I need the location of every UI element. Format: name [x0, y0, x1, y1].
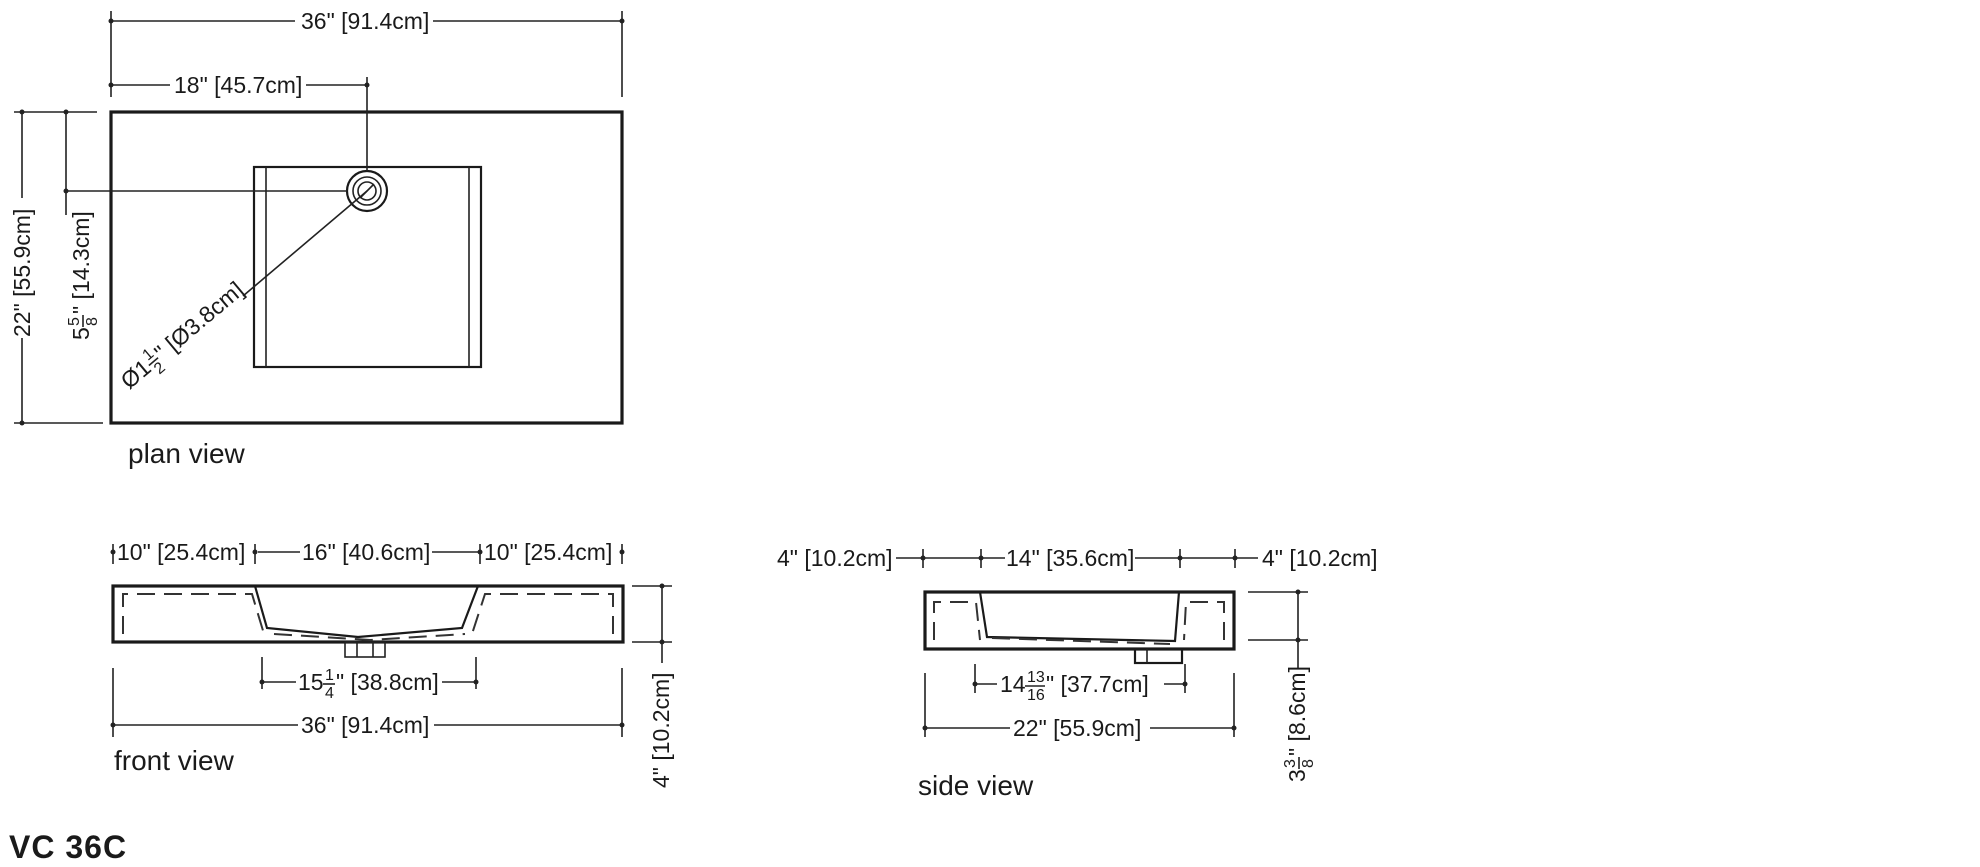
svg-text:14: 14	[1000, 671, 1026, 697]
svg-text:13: 13	[1027, 669, 1045, 686]
plan-view-label: plan view	[128, 438, 246, 469]
front-view-label: front view	[114, 745, 235, 776]
front-height-label: 4" [10.2cm]	[648, 672, 674, 788]
svg-text:" [38.8cm]: " [38.8cm]	[336, 669, 439, 695]
drain-offset-label: 18" [45.7cm]	[174, 72, 302, 98]
plan-view: 36" [91.4cm] 18" [45.7cm] 22" [55.9cm] 5…	[9, 8, 625, 469]
svg-text:5: 5	[66, 317, 83, 326]
side-height-label: 3 3 8 " [8.6cm]	[1282, 666, 1317, 782]
side-overall-label: 22" [55.9cm]	[1013, 715, 1141, 741]
front-basin-width-label: 16" [40.6cm]	[302, 539, 430, 565]
svg-text:" [8.6cm]: " [8.6cm]	[1284, 666, 1310, 756]
svg-text:" [Ø3.8cm]: " [Ø3.8cm]	[149, 276, 248, 365]
svg-text:8: 8	[84, 317, 101, 326]
side-front-deck-label: 4" [10.2cm]	[777, 545, 893, 571]
svg-text:" [14.3cm]: " [14.3cm]	[68, 211, 94, 314]
drain-from-back-label: 5 5 8 " [14.3cm]	[66, 211, 101, 340]
model-title: VC 36C	[9, 829, 127, 865]
plan-basin	[252, 165, 483, 369]
front-outline	[111, 584, 625, 644]
svg-text:16: 16	[1027, 687, 1045, 704]
svg-text:" [37.7cm]: " [37.7cm]	[1046, 671, 1149, 697]
side-view-label: side view	[918, 770, 1034, 801]
svg-text:8: 8	[1300, 759, 1317, 768]
side-back-deck-label: 4" [10.2cm]	[1262, 545, 1378, 571]
front-left-deck-label: 10" [25.4cm]	[117, 539, 245, 565]
front-overall-label: 36" [91.4cm]	[301, 712, 429, 738]
svg-text:5: 5	[68, 327, 94, 340]
svg-text:3: 3	[1282, 759, 1299, 768]
side-basin-width-label: 14" [35.6cm]	[1006, 545, 1134, 571]
front-right-deck-label: 10" [25.4cm]	[484, 539, 612, 565]
front-view: 10" [25.4cm] 16" [40.6cm] 10" [25.4cm] 1…	[110, 539, 674, 788]
svg-text:15: 15	[298, 669, 324, 695]
front-basin-bottom-label: 15 1 4 " [38.8cm]	[298, 667, 439, 702]
drain-diameter-label: Ø1 1 2 " [Ø3.8cm]	[116, 276, 249, 394]
plan-width-label: 36" [91.4cm]	[301, 8, 429, 34]
side-basin-bottom-label: 14 13 16 " [37.7cm]	[1000, 669, 1149, 704]
side-view: 4" [10.2cm] 14" [35.6cm] 4" [10.2cm] 14 …	[777, 545, 1378, 801]
plan-depth-label: 22" [55.9cm]	[9, 209, 35, 337]
svg-text:4: 4	[325, 685, 334, 702]
svg-text:1: 1	[325, 667, 334, 684]
svg-text:3: 3	[1284, 769, 1310, 782]
side-outline	[923, 590, 1236, 651]
